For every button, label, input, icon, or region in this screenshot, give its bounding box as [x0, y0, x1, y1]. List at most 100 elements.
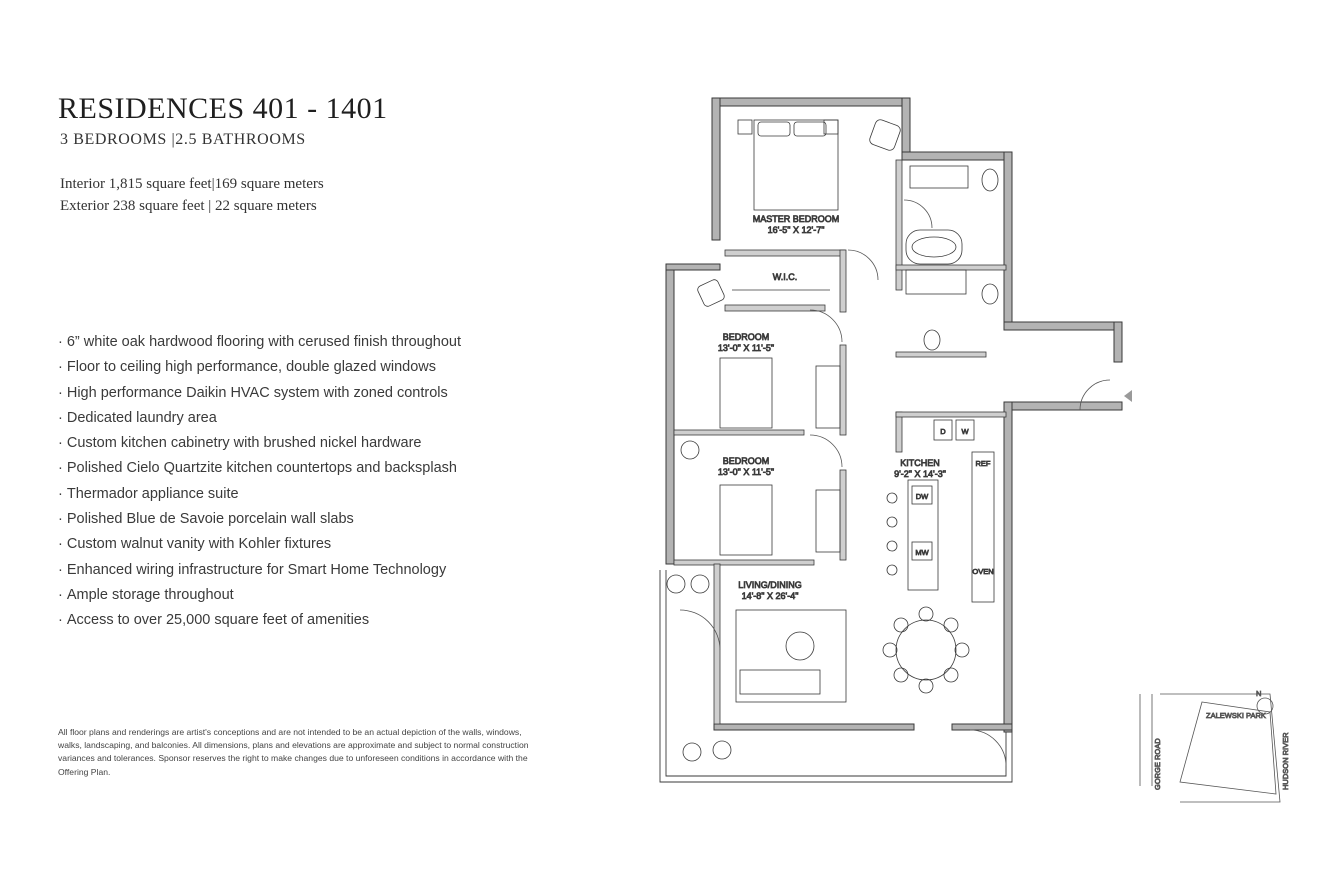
wall: [895, 264, 1007, 271]
key-map: N ZALEWSKI PARK GORGE ROAD HUDSON RIVER: [1139, 689, 1290, 803]
chair: [680, 440, 700, 460]
balcony: [659, 570, 1013, 783]
feature-item: 6” white oak hardwood flooring with ceru…: [58, 330, 461, 355]
dishwasher-label: DW: [916, 492, 929, 501]
stool: [886, 540, 898, 552]
master-bathroom: [905, 165, 999, 351]
balcony-inner: [665, 570, 1007, 777]
nightstand: [737, 119, 753, 135]
washer: [955, 419, 975, 441]
wall: [1003, 151, 1013, 323]
pillow: [793, 121, 827, 137]
bed: [753, 119, 839, 211]
wall: [724, 304, 826, 312]
feature-item: Custom kitchen cabinetry with brushed ni…: [58, 431, 461, 456]
wall: [901, 97, 911, 161]
feature-item: Access to over 25,000 square feet of ame…: [58, 608, 461, 633]
wall: [673, 429, 805, 436]
dining-chair: [893, 617, 909, 633]
feature-item: Polished Blue de Savoie porcelain wall s…: [58, 507, 461, 532]
closet: [815, 489, 841, 553]
feature-item: Dedicated laundry area: [58, 406, 461, 431]
wall: [839, 249, 847, 313]
map-park-label: ZALEWSKI PARK: [1206, 711, 1266, 720]
map-boundary: [1160, 693, 1281, 803]
toilet: [923, 329, 941, 351]
room-dimensions: 16'-5" X 12'-7": [768, 225, 825, 235]
door-swing: [847, 249, 879, 281]
room-dimensions: 13'-0" X 11'-5": [718, 467, 774, 477]
armchair: [697, 279, 725, 307]
wall: [1003, 401, 1013, 733]
wall: [713, 563, 721, 725]
interior-area: Interior 1,815 square feet|169 square me…: [60, 176, 324, 192]
nightstand: [823, 119, 839, 135]
oven-label: OVEN: [972, 567, 993, 576]
dining-chair: [893, 667, 909, 683]
room-dimensions: 14'-8" X 26'-4": [742, 591, 799, 601]
coffee-table: [785, 631, 815, 661]
door-swing: [969, 729, 1007, 767]
room-name: BEDROOM: [723, 332, 770, 342]
bedroom-3: BEDROOM 13'-0" X 11'-5": [680, 440, 841, 556]
wall: [839, 469, 847, 561]
wall: [1113, 321, 1123, 363]
planter: [690, 574, 710, 594]
wall: [665, 263, 721, 271]
exterior-walls: [665, 97, 1123, 733]
room-name: KITCHEN: [900, 458, 940, 468]
microwave: [911, 541, 933, 561]
wall: [1003, 321, 1123, 331]
feature-item: Thermador appliance suite: [58, 482, 461, 507]
doors: [679, 199, 1111, 767]
room-dimensions: 9'-2" X 14'-3": [894, 469, 946, 479]
fridge-label: REF: [976, 459, 991, 468]
room-name: BEDROOM: [723, 456, 770, 466]
wall: [895, 159, 903, 291]
rug: [735, 609, 847, 703]
dining-chair: [918, 678, 934, 694]
page-title: RESIDENCES 401 - 1401: [58, 92, 388, 125]
door-swing: [809, 434, 843, 468]
feature-item: High performance Daikin HVAC system with…: [58, 381, 461, 406]
wall: [1003, 401, 1123, 411]
armchair: [869, 119, 901, 151]
wall: [711, 97, 911, 107]
feature-item: Ample storage throughout: [58, 583, 461, 608]
wall: [673, 559, 815, 566]
stool: [886, 516, 898, 528]
bathtub-basin: [911, 236, 957, 258]
bed: [719, 357, 773, 429]
dryer-label: D: [940, 427, 946, 436]
disclaimer-text: All floor plans and renderings are artis…: [58, 727, 529, 777]
feature-list: 6” white oak hardwood flooring with ceru…: [58, 330, 461, 634]
sofa: [739, 669, 821, 695]
wall: [901, 151, 1013, 161]
door-swing: [903, 199, 933, 229]
closet: [815, 365, 841, 429]
entry-arrow-icon: [1124, 390, 1132, 402]
shower: [905, 269, 967, 295]
feature-item: Custom walnut vanity with Kohler fixture…: [58, 532, 461, 557]
map-river-label: HUDSON RIVER: [1281, 732, 1290, 790]
stool: [886, 564, 898, 576]
dining-chair: [918, 606, 934, 622]
bed-bath-count: 3 BEDROOMS |2.5 BATHROOMS: [60, 131, 306, 148]
toilet: [981, 168, 999, 192]
living-dining: LIVING/DINING 14'-8" X 26'-4": [666, 574, 970, 762]
balcony-outline: [659, 570, 1013, 783]
balcony-chair: [712, 740, 732, 760]
map-road-label: GORGE ROAD: [1153, 738, 1162, 790]
toilet: [981, 283, 999, 305]
planter: [666, 574, 686, 594]
dining-chair: [954, 642, 970, 658]
wall: [895, 411, 1007, 418]
room-name: MASTER BEDROOM: [753, 214, 840, 224]
north-compass-icon: [1256, 697, 1274, 715]
feature-item: Floor to ceiling high performance, doubl…: [58, 355, 461, 380]
bedroom-2: BEDROOM 13'-0" X 11'-5": [697, 279, 841, 429]
kitchen: KITCHEN 9'-2" X 14'-3" DW MW REF OVEN D …: [886, 419, 995, 603]
wall: [724, 249, 846, 257]
feature-item: Enhanced wiring infrastructure for Smart…: [58, 558, 461, 583]
dining-chair: [943, 617, 959, 633]
